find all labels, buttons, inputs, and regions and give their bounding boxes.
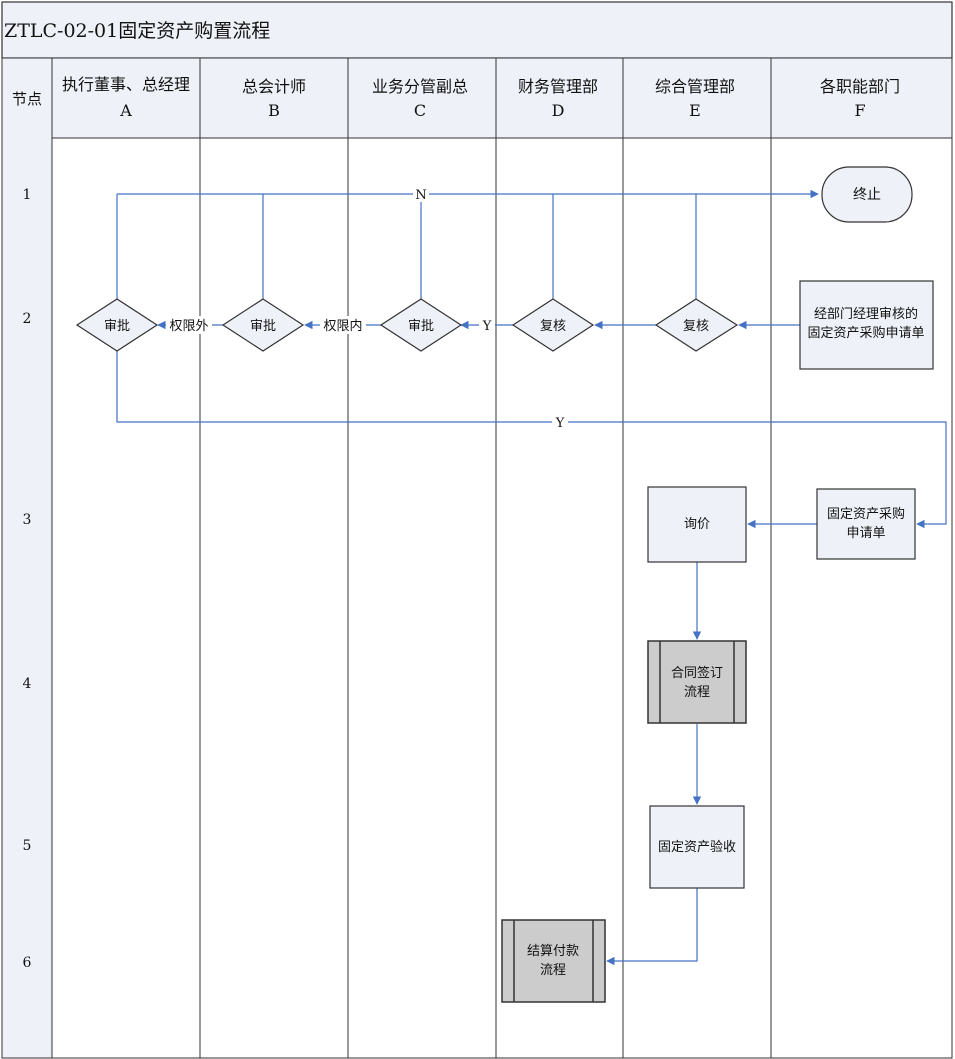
- dept-review-line-1: 经部门经理审核的: [814, 306, 918, 322]
- lane-dividers: [199, 58, 772, 1058]
- column-header-e: 综合管理部: [655, 77, 735, 96]
- payment-subprocess-box: [501, 919, 606, 1003]
- request-form-box: [816, 488, 916, 560]
- edge-acceptance-to-payment: [606, 888, 698, 966]
- column-header-c: 业务分管副总: [372, 77, 468, 96]
- column-letter-c: C: [414, 101, 426, 120]
- inquiry-box: [647, 486, 747, 563]
- payment-line-1: 结算付款: [527, 944, 579, 959]
- column-letter-f: F: [854, 101, 865, 120]
- edge-label-no: N: [415, 188, 426, 203]
- terminate-node: [821, 166, 913, 223]
- column-letter-b: B: [268, 101, 280, 120]
- approve-b-diamond: [221, 298, 305, 352]
- column-header-b: 总会计师: [242, 77, 306, 96]
- approve-a-label: 审批: [104, 319, 130, 334]
- edge-yes-to-request: [116, 351, 947, 529]
- contract-subprocess-box: [647, 640, 747, 724]
- approve-c-diamond: [379, 298, 463, 352]
- dept-review-line-2: 固定资产采购申请单: [807, 325, 924, 341]
- payment-line-2: 流程: [540, 963, 566, 978]
- contract-line-1: 合同签订: [671, 665, 723, 681]
- row-number-4: 4: [23, 676, 32, 692]
- header-row: [1, 57, 953, 139]
- review-d-diamond: [511, 298, 595, 352]
- column-header-f: 各职能部门: [820, 77, 900, 96]
- node-header: 节点: [12, 90, 42, 108]
- review-e-diamond: [654, 298, 739, 352]
- acceptance-label: 固定资产验收: [658, 839, 736, 855]
- request-form-line-1: 固定资产采购: [827, 506, 905, 522]
- edge-label-yes-c-d: Y: [482, 319, 492, 334]
- node-column: [1, 57, 53, 1059]
- row-number-3: 3: [23, 512, 32, 528]
- column-header-d: 财务管理部: [518, 77, 598, 96]
- page-title: ZTLC-02-01固定资产购置流程: [4, 20, 270, 42]
- inquiry-label: 询价: [684, 517, 710, 532]
- row-number-5: 5: [23, 838, 32, 854]
- request-form-line-2: 申请单: [846, 526, 885, 541]
- column-letter-e: E: [689, 101, 701, 120]
- acceptance-box: [649, 805, 745, 889]
- title-bar: [1, 1, 953, 59]
- row-number-6: 6: [23, 955, 32, 971]
- approve-b-label: 审批: [250, 319, 276, 334]
- edge-label-within-authority: 权限内: [323, 318, 362, 334]
- approve-a-diamond: [75, 298, 159, 352]
- edge-label-yes-bottom: Y: [555, 416, 565, 431]
- review-e-label: 复核: [683, 319, 709, 334]
- contract-line-2: 流程: [684, 685, 710, 700]
- column-header-a: 执行董事、总经理: [62, 75, 190, 94]
- terminate-label: 终止: [853, 187, 881, 203]
- dept-review-box: [799, 280, 934, 370]
- column-letter-d: D: [552, 101, 565, 120]
- column-letter-a: A: [119, 101, 132, 120]
- edge-label-beyond-authority: 权限外: [169, 318, 208, 334]
- review-d-label: 复核: [540, 319, 566, 334]
- row-number-2: 2: [23, 311, 32, 327]
- row-number-1: 1: [23, 187, 32, 203]
- approve-c-label: 审批: [408, 319, 434, 334]
